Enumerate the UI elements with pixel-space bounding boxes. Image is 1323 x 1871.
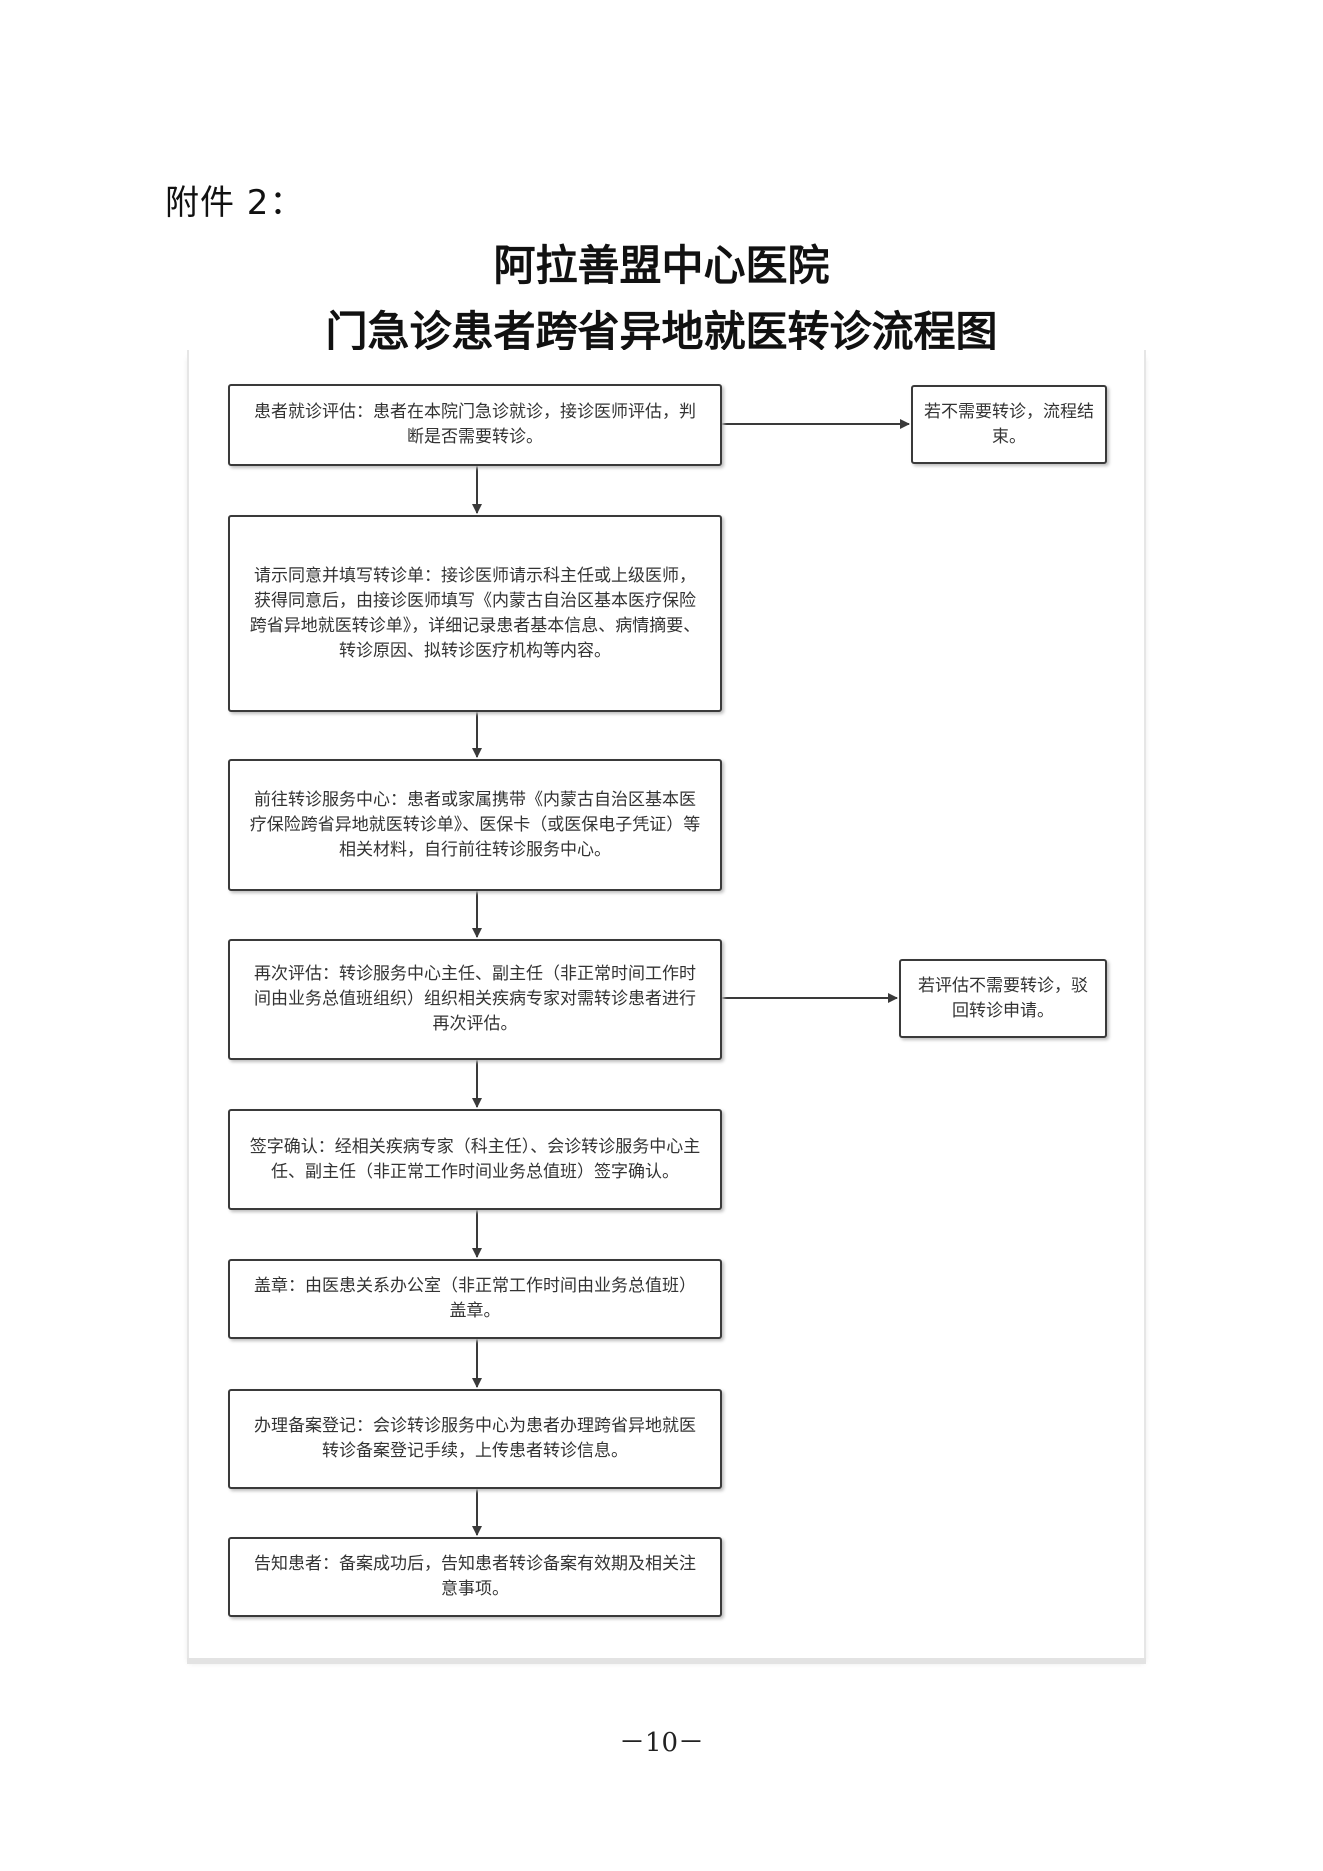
step-reassessment: 再次评估：转诊服务中心主任、副主任（非正常时间工作时间由业务总值班组织）组织相关…	[228, 939, 722, 1060]
page-number: －10－	[618, 1728, 705, 1758]
canvas-bottom-edge	[187, 1658, 1146, 1664]
step-text: 患者就诊评估：患者在本院门急诊就诊，接诊医师评估，判断是否需要转诊。	[254, 402, 696, 447]
step-text: 签字确认：经相关疾病专家（科主任）、会诊转诊服务中心主任、副主任（非正常工作时间…	[249, 1136, 701, 1182]
step-record-registration: 办理备案登记：会诊转诊服务中心为患者办理跨省异地就医转诊备案登记手续，上传患者转…	[228, 1389, 722, 1489]
step-text: 办理备案登记：会诊转诊服务中心为患者办理跨省异地就医转诊备案登记手续，上传患者转…	[254, 1416, 696, 1461]
step-patient-assessment: 患者就诊评估：患者在本院门急诊就诊，接诊医师评估，判断是否需要转诊。	[228, 384, 722, 466]
outcome-process-end: 若不需要转诊，流程结束。	[911, 385, 1107, 464]
outcome-text: 若不需要转诊，流程结束。	[924, 401, 1094, 447]
step-text: 告知患者：备案成功后，告知患者转诊备案有效期及相关注意事项。	[254, 1554, 696, 1599]
flowchart-title: 门急诊患者跨省异地就医转诊流程图	[325, 307, 998, 356]
outcome-text: 若评估不需要转诊，驳回转诊申请。	[918, 975, 1088, 1021]
step-go-to-service-center: 前往转诊服务中心：患者或家属携带《内蒙古自治区基本医疗保险跨省异地就医转诊单》、…	[228, 759, 722, 891]
step-notify-patient: 告知患者：备案成功后，告知患者转诊备案有效期及相关注意事项。	[228, 1537, 722, 1617]
attachment-label: 附件 2：	[165, 183, 305, 223]
document-title: 阿拉善盟中心医院	[493, 241, 830, 290]
step-text: 请示同意并填写转诊单：接诊医师请示科主任或上级医师，获得同意后，由接诊医师填写《…	[249, 565, 701, 661]
step-request-approval: 请示同意并填写转诊单：接诊医师请示科主任或上级医师，获得同意后，由接诊医师填写《…	[228, 515, 722, 712]
step-signature-confirm: 签字确认：经相关疾病专家（科主任）、会诊转诊服务中心主任、副主任（非正常工作时间…	[228, 1109, 722, 1210]
outcome-reject-referral: 若评估不需要转诊，驳回转诊申请。	[899, 959, 1107, 1038]
step-stamp: 盖章：由医患关系办公室（非正常工作时间由业务总值班）盖章。	[228, 1259, 722, 1339]
step-text: 盖章：由医患关系办公室（非正常工作时间由业务总值班）盖章。	[254, 1276, 696, 1321]
step-text: 再次评估：转诊服务中心主任、副主任（非正常时间工作时间由业务总值班组织）组织相关…	[254, 964, 696, 1034]
step-text: 前往转诊服务中心：患者或家属携带《内蒙古自治区基本医疗保险跨省异地就医转诊单》、…	[249, 789, 701, 860]
